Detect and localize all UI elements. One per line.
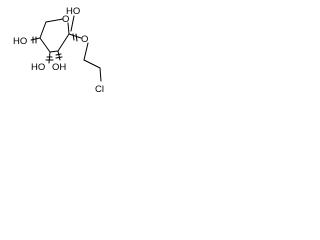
bond-c4-c5 bbox=[39, 21, 47, 39]
hash-c1 bbox=[75, 33, 78, 42]
ring-oxygen-label: O bbox=[62, 14, 69, 25]
bond-c3-c4 bbox=[39, 37, 51, 53]
hash-c2 bbox=[55, 53, 62, 56]
anomeric-hydroxyl-label: HO bbox=[66, 6, 80, 17]
bond-c2-c3 bbox=[49, 50, 59, 53]
hydroxyl-c2-label: OH bbox=[52, 62, 66, 73]
chemical-structure-diagram: O HO O HO HO OH Cl bbox=[13, 6, 104, 95]
bond-ch2-ch2 bbox=[83, 59, 101, 69]
bond-ring-o-c1 bbox=[67, 22, 70, 35]
ring-bonds bbox=[39, 18, 70, 53]
bond-c2-oh bbox=[57, 50, 61, 61]
bond-c1-anomeric-oh bbox=[70, 15, 75, 32]
stereo-hashes bbox=[32, 33, 78, 61]
bond-c1-c2 bbox=[57, 33, 70, 52]
hydroxyl-c3-label: HO bbox=[31, 62, 45, 73]
hash-c2 bbox=[55, 56, 63, 59]
bond-o-ch2 bbox=[83, 42, 89, 61]
bond-c1-glycosidic-o bbox=[68, 33, 82, 39]
glycosidic-oxygen-label: O bbox=[81, 34, 88, 45]
hydroxyl-c4-label: HO bbox=[13, 36, 27, 47]
chlorine-label: Cl bbox=[95, 84, 104, 95]
bond-ch2-cl bbox=[99, 67, 102, 82]
hash-c1 bbox=[72, 33, 75, 41]
bond-c5-ring-o bbox=[45, 18, 64, 23]
